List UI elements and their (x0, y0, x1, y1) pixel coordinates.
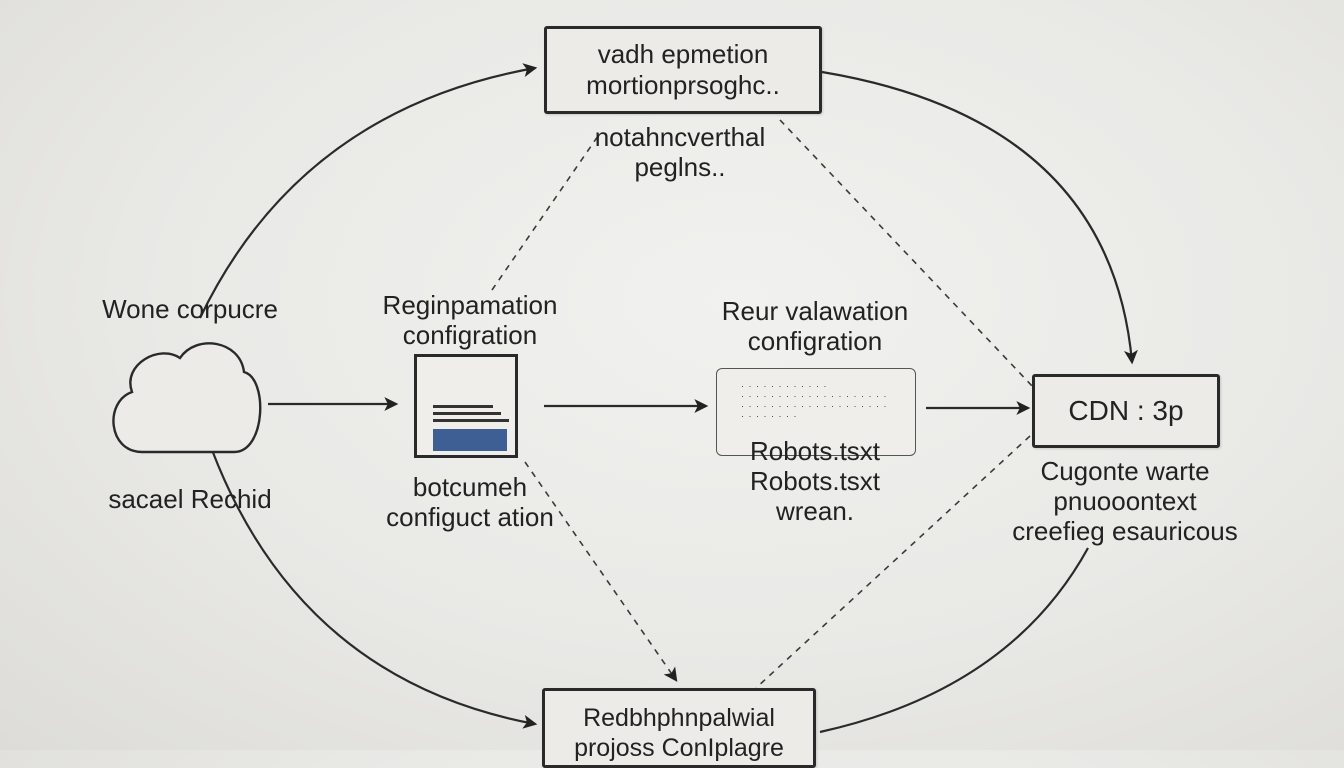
config-panel: · · · · · · · · · · · · · · · · · · · · … (716, 368, 916, 456)
cloud-label-top: Wone corpucre (102, 294, 278, 324)
document-highlight-bar (433, 429, 507, 451)
arc-top-to-cdn (821, 70, 1138, 365)
top-box-line-1: vadh epmetion (597, 39, 769, 69)
doc-label-top: Reginpamation configration (340, 290, 600, 350)
connector-layer (112, 63, 1138, 734)
cdn-caption: Cugonte warte pnuooontext creefieg esaur… (990, 456, 1260, 546)
bottom-box-line-1: Redbhphnpalwial (583, 704, 775, 732)
panel-text: Robots.tsxt Robots.tsxt wrean. (700, 436, 930, 526)
top-box-line-2: mortionprsoghc.. (586, 70, 780, 100)
doc-label-top-line-1: Reginpamation (382, 290, 558, 320)
top-caption-line-2: peglns.. (634, 152, 726, 182)
cloud-icon (112, 342, 262, 454)
document-icon (414, 354, 518, 458)
dashed-doc-to-bottom (524, 461, 678, 682)
panel-label-top: Reur valawation configration (680, 296, 950, 356)
arc-cloud-to-bottom (210, 449, 538, 729)
top-caption-line-1: notahncverthal (594, 122, 766, 152)
cdn-caption-line-2: pnuooontext (1053, 486, 1197, 516)
bottom-process-box: Redbhphnpalwial projoss ConIplagre (542, 688, 816, 768)
panel-text-line-2: Robots.tsxt (749, 466, 881, 496)
cdn-box: CDN : 3p (1032, 374, 1220, 448)
bottom-box-line-2: projoss ConIplagre (574, 734, 784, 762)
panel-label-top-line-1: Reur valawation (721, 296, 909, 326)
cdn-box-label: CDN : 3p (1068, 395, 1184, 426)
panel-label-top-line-2: configration (747, 326, 883, 356)
arc-cloud-to-top (199, 63, 538, 319)
dashed-cdn-to-bottom (755, 435, 1031, 689)
arc-cdn-to-bottom (819, 547, 1089, 734)
doc-label-top-line-2: configration (402, 320, 538, 350)
cdn-caption-line-1: Cugonte warte (1040, 456, 1210, 486)
top-caption: notahncverthal peglns.. (560, 122, 800, 182)
top-process-box: vadh epmetion mortionprsoghc.. (544, 26, 822, 114)
dashed-top-to-cdn (779, 119, 1035, 389)
doc-label-bottom: botcumeh configuct ation (340, 472, 600, 532)
panel-text-line-1: Robots.tsxt (749, 436, 881, 466)
cloud-label-bottom: sacael Rechid (108, 484, 272, 514)
cdn-caption-line-3: creefieg esauricous (1012, 516, 1238, 546)
doc-label-bottom-line-1: botcumeh (412, 472, 528, 502)
panel-text-line-3: wrean. (775, 496, 855, 526)
doc-label-bottom-line-2: configuct ation (386, 502, 554, 532)
